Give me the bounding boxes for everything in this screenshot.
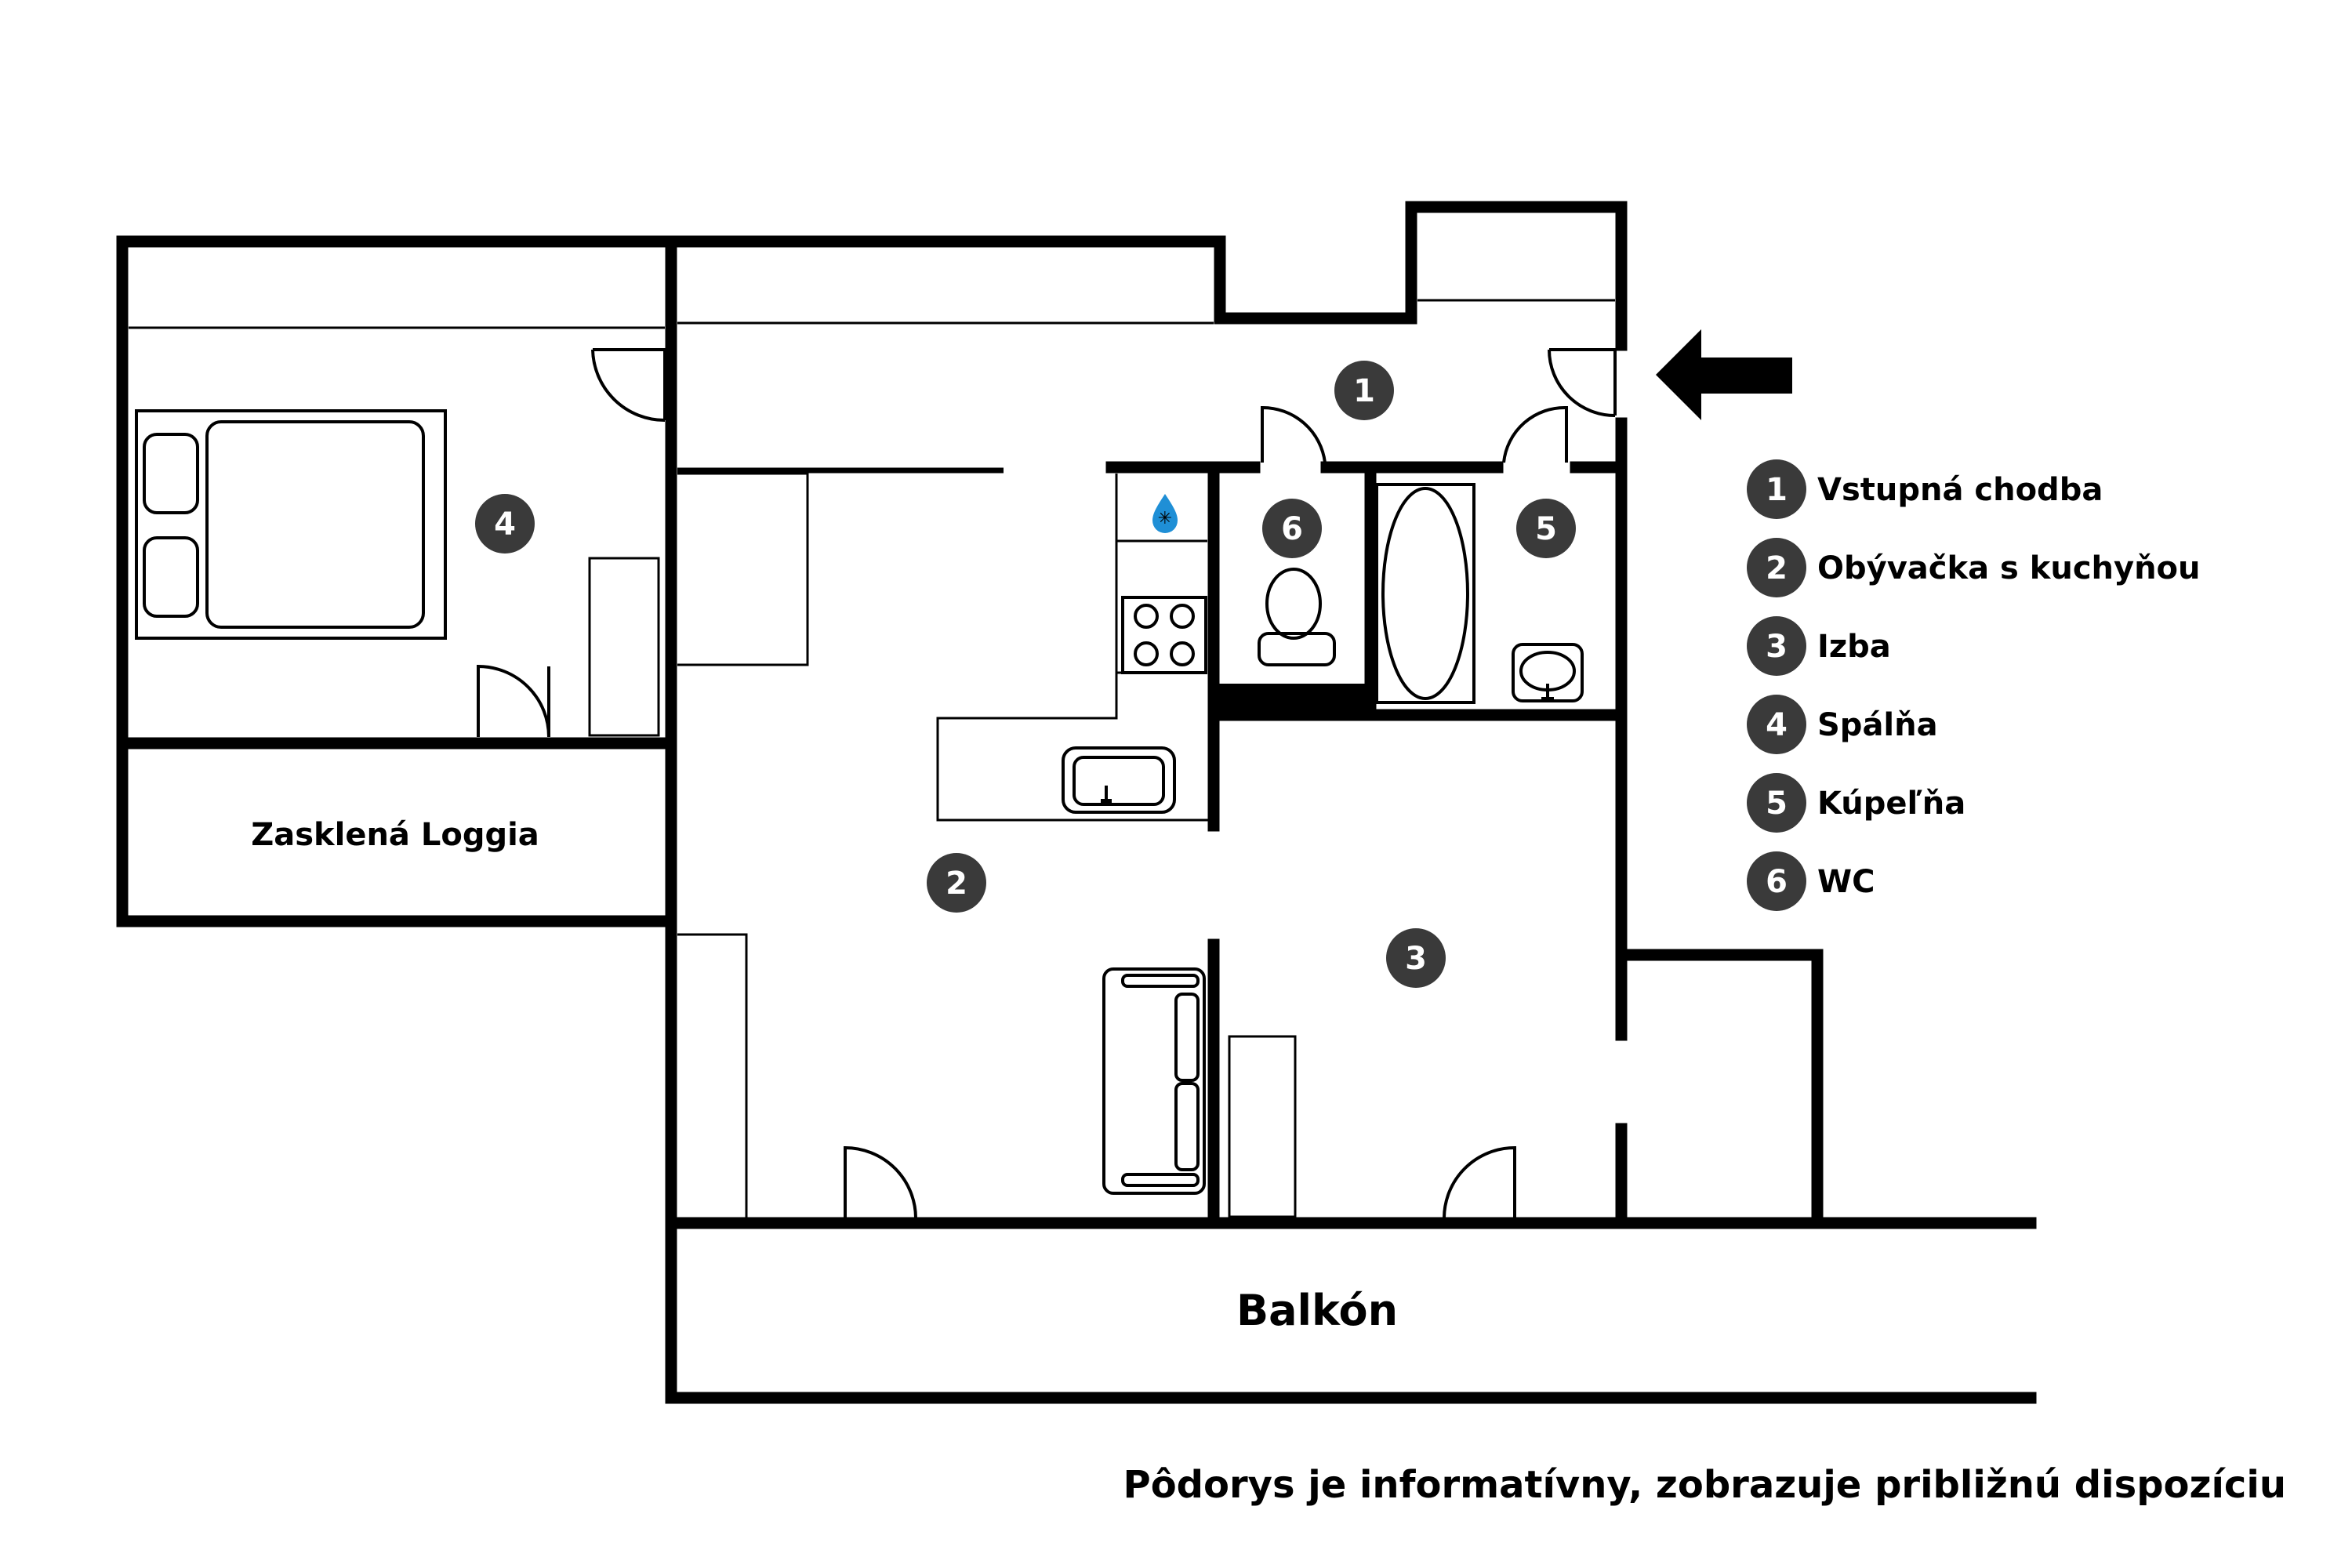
legend-item: 1 Vstupná chodba [1747,459,2103,519]
svg-text:Obývačka s kuchyňou: Obývačka s kuchyňou [1817,550,2201,586]
svg-text:3: 3 [1766,629,1788,665]
footnote: Pôdorys je informatívny, zobrazuje pribl… [1123,1463,2286,1507]
stove [1121,596,1207,674]
sofa [1102,967,1206,1195]
legend-item: 3 Izba [1747,616,1891,676]
svg-text:4: 4 [1766,707,1788,743]
svg-text:Spálňa: Spálňa [1817,707,1938,743]
water-drop-icon: ✳ [1152,494,1178,533]
badge-2: 2 [927,853,986,913]
wc-wall-block [1219,684,1365,715]
entrance-arrow-icon [1656,329,1792,420]
badge-1: 1 [1334,361,1394,420]
kitchen-sink [1062,746,1176,814]
badge-3: 3 [1386,928,1446,988]
legend: 1 Vstupná chodba 2 Obývačka s kuchyňou 3… [1747,459,2201,911]
doors [477,348,1617,1218]
bathtub [1375,483,1475,704]
svg-text:6: 6 [1281,511,1303,547]
svg-text:Izba: Izba [1817,629,1891,665]
bath-sink [1512,643,1584,702]
svg-text:WC: WC [1817,864,1875,900]
svg-text:5: 5 [1535,511,1557,547]
room-badges: 1 2 3 4 5 6 [475,361,1576,988]
svg-text:4: 4 [494,506,516,543]
svg-text:1: 1 [1766,472,1788,508]
badge-5: 5 [1516,499,1576,558]
svg-text:6: 6 [1766,864,1788,900]
svg-text:1: 1 [1353,373,1375,409]
walls [116,201,2037,1404]
thin-lines [129,299,1615,1218]
svg-text:Vstupná chodba: Vstupná chodba [1817,472,2103,508]
balcony-label: Balkón [1236,1286,1398,1335]
legend-item: 6 WC [1747,851,1875,911]
legend-item: 5 Kúpeľňa [1747,773,1965,833]
legend-item: 2 Obývačka s kuchyňou [1747,538,2201,597]
badge-6: 6 [1262,499,1322,558]
legend-item: 4 Spálňa [1747,695,1938,754]
bed [135,409,447,640]
svg-text:3: 3 [1405,941,1427,977]
svg-text:2: 2 [1766,550,1788,586]
svg-text:2: 2 [946,866,967,902]
svg-text:5: 5 [1766,786,1788,822]
badge-4: 4 [475,494,535,554]
svg-text:Kúpeľňa: Kúpeľňa [1817,786,1965,822]
toilet [1258,568,1336,666]
svg-text:✳: ✳ [1158,509,1172,528]
loggia-label: Zasklená Loggia [251,817,539,853]
